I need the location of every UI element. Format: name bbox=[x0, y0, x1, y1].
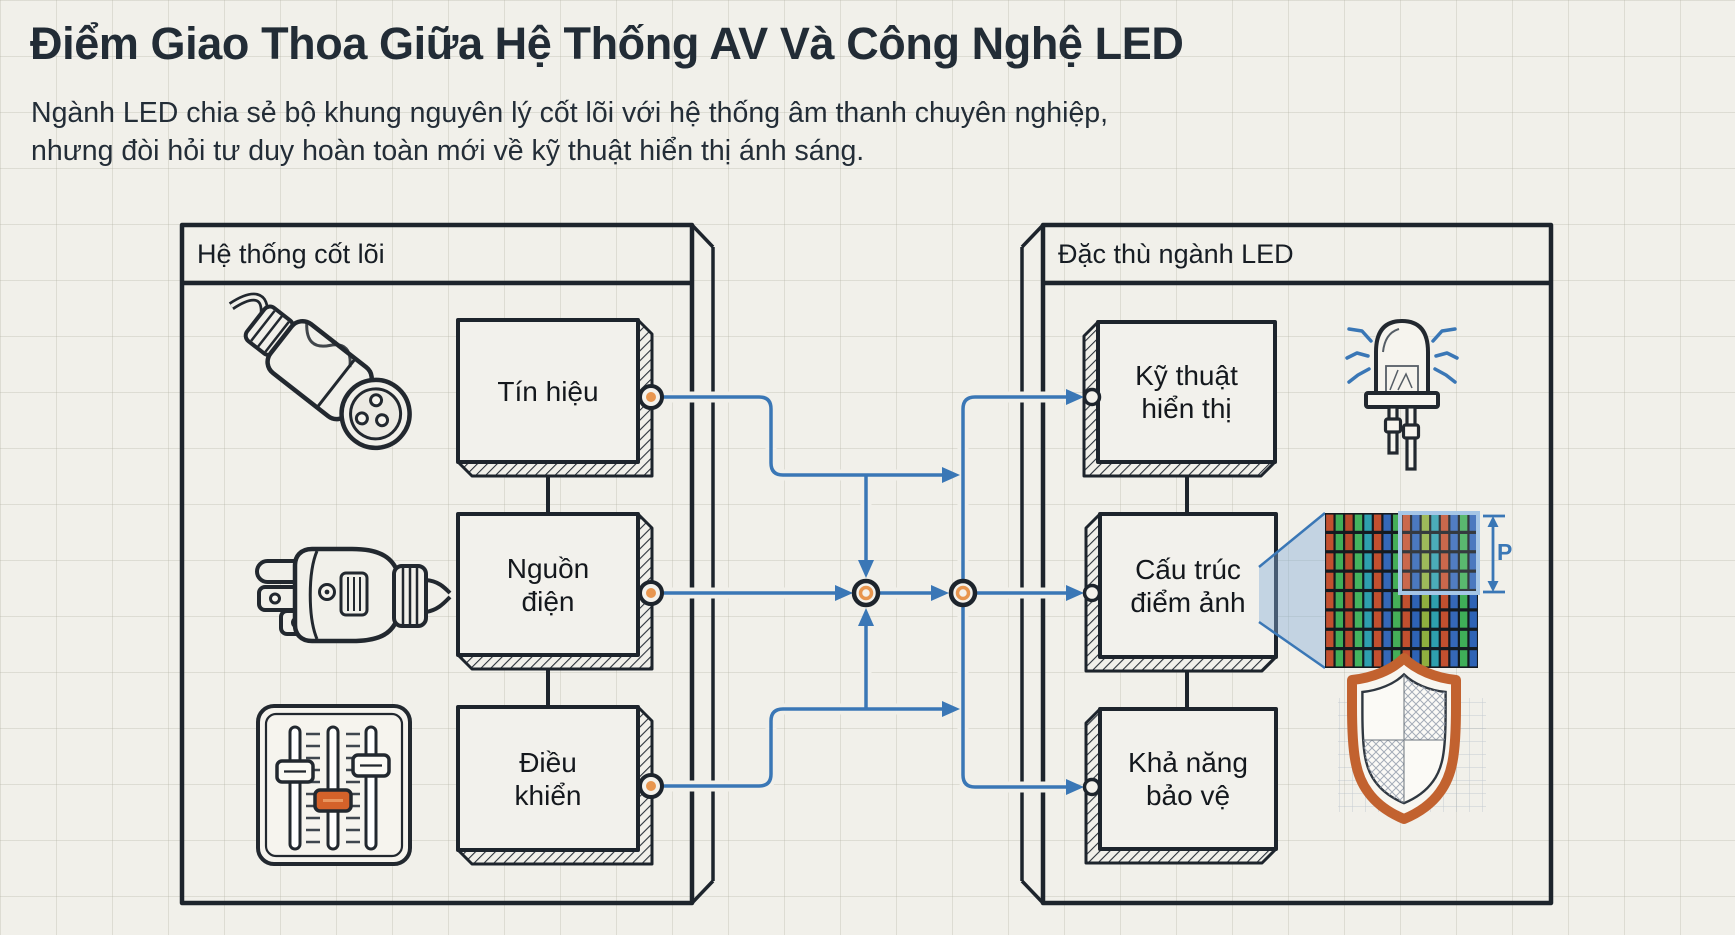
left-panel-outline bbox=[179, 222, 715, 906]
arrowheads bbox=[835, 389, 1084, 795]
fader-handle[interactable] bbox=[275, 759, 315, 784]
pitch-label: P bbox=[1497, 539, 1513, 565]
power-box bbox=[456, 512, 640, 657]
display-tech-port bbox=[1082, 387, 1102, 407]
left-boxes bbox=[456, 318, 654, 866]
signal-node bbox=[638, 384, 664, 410]
left-panel-header: Hệ thống cốt lõi bbox=[197, 238, 385, 269]
fader-handle-active[interactable] bbox=[313, 788, 353, 813]
protection-box bbox=[1098, 707, 1278, 851]
magnifier-beam bbox=[1259, 513, 1325, 668]
light-rays bbox=[1345, 327, 1459, 384]
signal-box bbox=[456, 318, 640, 464]
power-node bbox=[638, 580, 664, 606]
page-title: Điểm Giao Thoa Giữa Hệ Thống AV Và Công … bbox=[30, 18, 1184, 69]
merge-junction bbox=[851, 578, 881, 608]
pixel-structure-port bbox=[1082, 583, 1102, 603]
split-junction bbox=[948, 578, 978, 608]
pitch-dimension bbox=[1483, 514, 1505, 594]
fader-panel-icon bbox=[256, 704, 412, 866]
page-subtitle: Ngành LED chia sẻ bộ khung nguyên lý cốt… bbox=[31, 94, 1108, 170]
pixel-matrix-icon bbox=[1258, 511, 1505, 670]
right-boxes bbox=[1082, 320, 1278, 865]
subtitle-line-1: Ngành LED chia sẻ bộ khung nguyên lý cốt… bbox=[31, 97, 1109, 129]
connection-lines bbox=[661, 395, 1066, 789]
shield-icon bbox=[1338, 653, 1486, 824]
right-panel-3d-edge bbox=[1020, 223, 1045, 905]
right-panel-header: Đặc thù ngành LED bbox=[1058, 238, 1294, 269]
right-panel-outline bbox=[1020, 222, 1554, 906]
control-box bbox=[456, 705, 640, 852]
control-node bbox=[638, 773, 664, 799]
left-panel-3d-edge bbox=[690, 223, 715, 905]
signal-line bbox=[661, 395, 944, 477]
output-nodes bbox=[638, 384, 664, 799]
pixel-highlight bbox=[1398, 511, 1480, 595]
subtitle-line-2: nhưng đòi hỏi tư duy hoàn toàn mới về kỹ… bbox=[31, 135, 865, 167]
led-diode-icon bbox=[1345, 318, 1459, 471]
fader-handle[interactable] bbox=[351, 753, 391, 778]
control-line bbox=[661, 707, 944, 788]
power-plug-icon bbox=[255, 546, 452, 644]
pixel-structure-box bbox=[1098, 512, 1278, 659]
input-ports bbox=[1082, 387, 1102, 797]
junction-nodes bbox=[851, 578, 978, 608]
display-tech-box bbox=[1096, 320, 1277, 464]
xlr-connector-icon bbox=[228, 292, 412, 451]
protection-port bbox=[1082, 777, 1102, 797]
